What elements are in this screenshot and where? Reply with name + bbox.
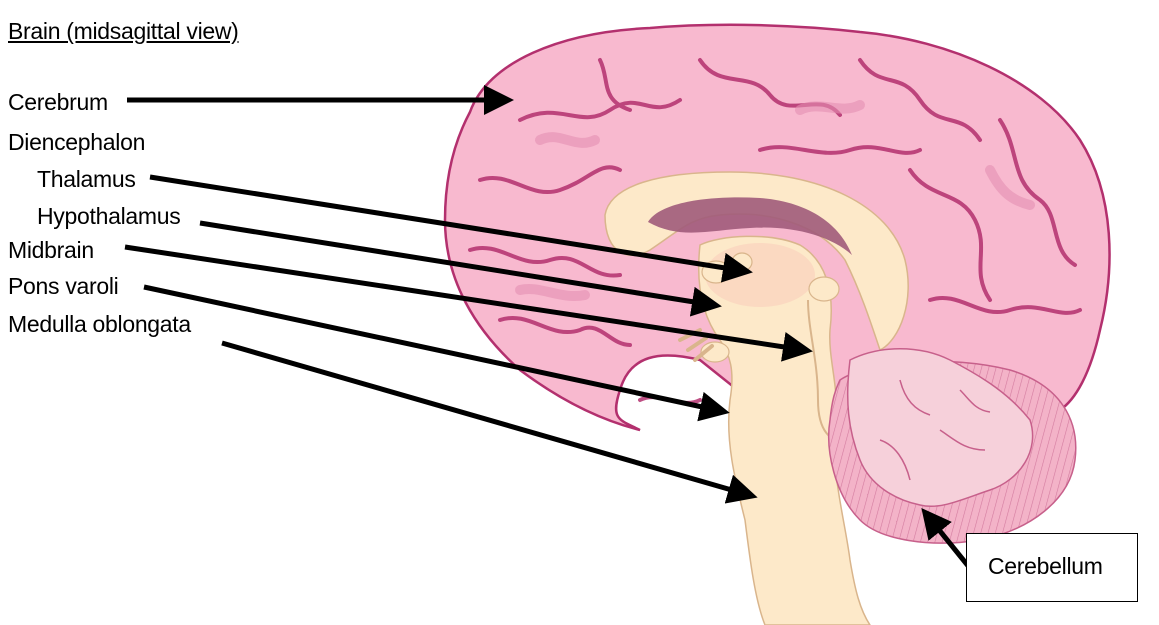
cerebellum-label-box: Cerebellum [966,533,1138,602]
label-cerebrum: Cerebrum [8,89,108,115]
label-diencephalon: Diencephalon [8,129,145,155]
diagram-title: Brain (midsagittal view) [8,18,239,44]
label-midbrain: Midbrain [8,237,94,263]
label-thalamus: Thalamus [37,166,136,192]
label-cerebellum: Cerebellum [988,553,1103,579]
label-pons-varoli: Pons varoli [8,273,118,299]
medulla-arrow [222,343,749,495]
label-hypothalamus: Hypothalamus [37,203,180,229]
label-medulla-oblongata: Medulla oblongata [8,311,191,337]
